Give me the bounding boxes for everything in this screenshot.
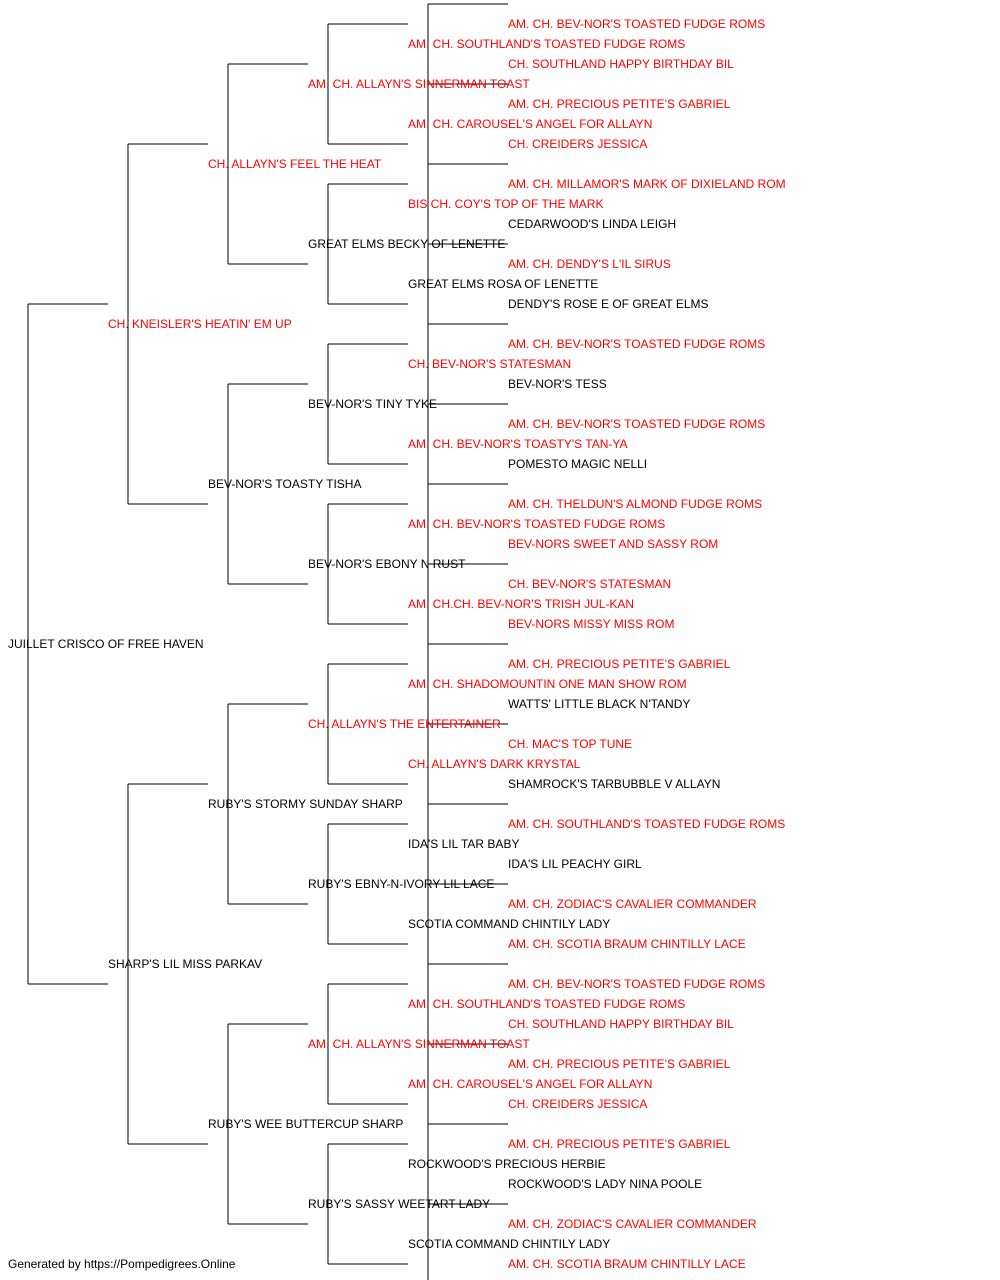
sire-name: AM. CH. SOUTHLAND'S TOASTED FUDGE ROMS <box>408 997 685 1011</box>
dam-name: RUBY'S SASSY WEETART LADY <box>308 1197 490 1211</box>
sire-name: AM. CH. BEV-NOR'S TOASTED FUDGE ROMS <box>408 517 665 531</box>
sire-name: AM. CH. BEV-NOR'S TOASTED FUDGE ROMS <box>508 337 765 351</box>
sire-name: CH. ALLAYN'S THE ENTERTAINER <box>308 717 501 731</box>
subject-dog-name: JUILLET CRISCO OF FREE HAVEN <box>8 637 204 651</box>
dam-name: RUBY'S EBNY-N-IVORY LIL LACE <box>308 877 494 891</box>
sire-name: AM. CH. SOUTHLAND'S TOASTED FUDGE ROMS <box>408 37 685 51</box>
sire-name: AM. CH. MILLAMOR'S MARK OF DIXIELAND ROM <box>508 177 786 191</box>
sire-name: AM. CH. PRECIOUS PETITE'S GABRIEL <box>508 657 731 671</box>
sire-name: AM. CH. SHADOMOUNTIN ONE MAN SHOW ROM <box>408 677 687 691</box>
connector-lines <box>27 3 508 1280</box>
dam-name: BEV-NORS MISSY MISS ROM <box>508 617 674 631</box>
dam-name: GREAT ELMS BECKY OF LENETTE <box>308 237 505 251</box>
dam-name: AM. CH. CAROUSEL'S ANGEL FOR ALLAYN <box>408 1077 652 1091</box>
dam-name: POMESTO MAGIC NELLI <box>508 457 647 471</box>
sire-name: CH. BEV-NOR'S STATESMAN <box>408 357 571 371</box>
sire-name: ROCKWOOD'S PRECIOUS HERBIE <box>408 1157 606 1171</box>
generated-by-footer: Generated by https://Pompedigrees.Online <box>8 1257 236 1271</box>
dam-name: IDA'S LIL PEACHY GIRL <box>508 857 642 871</box>
sire-name: CH. MAC'S TOP TUNE <box>508 737 632 751</box>
dam-name: SHAMROCK'S TARBUBBLE V ALLAYN <box>508 777 720 791</box>
dog-names: JUILLET CRISCO OF FREE HAVEN CH. KNEISLER… <box>8 17 786 1271</box>
sire-name: AM. CH. ZODIAC'S CAVALIER COMMANDER <box>508 1217 757 1231</box>
sire-name: AM. CH. PRECIOUS PETITE'S GABRIEL <box>508 1057 731 1071</box>
sire-name: AM. CH. ALLAYN'S SINNERMAN TOAST <box>308 1037 530 1051</box>
dam-name: CH. CREIDERS JESSICA <box>508 137 647 151</box>
dam-name: DENDY'S ROSE E OF GREAT ELMS <box>508 297 709 311</box>
sire-name: AM. CH. THELDUN'S ALMOND FUDGE ROMS <box>508 497 762 511</box>
sire-name: AM. CH. SOUTHLAND'S TOASTED FUDGE ROMS <box>508 817 785 831</box>
dam-name: ROCKWOOD'S LADY NINA POOLE <box>508 1177 702 1191</box>
dam-name: CH. SOUTHLAND HAPPY BIRTHDAY BIL <box>508 57 734 71</box>
sire-name: AM. CH. BEV-NOR'S TOASTED FUDGE ROMS <box>508 17 765 31</box>
dam-name: BEV-NOR'S EBONY N RUST <box>308 557 466 571</box>
sire-name: IDA'S LIL TAR BABY <box>408 837 519 851</box>
dam-name: AM. CH.CH. BEV-NOR'S TRISH JUL-KAN <box>408 597 634 611</box>
sire-name: AM. CH. PRECIOUS PETITE'S GABRIEL <box>508 1137 731 1151</box>
sire-name: AM. CH. BEV-NOR'S TOASTED FUDGE ROMS <box>508 417 765 431</box>
dam-name: CH. ALLAYN'S DARK KRYSTAL <box>408 757 581 771</box>
sire-name: BEV-NOR'S TINY TYKE <box>308 397 437 411</box>
dam-name: CH. SOUTHLAND HAPPY BIRTHDAY BIL <box>508 1017 734 1031</box>
sire-name: CH. BEV-NOR'S STATESMAN <box>508 577 671 591</box>
dam-name: AM. CH. CAROUSEL'S ANGEL FOR ALLAYN <box>408 117 652 131</box>
sire-name: AM. CH. PRECIOUS PETITE'S GABRIEL <box>508 97 731 111</box>
sire-name: AM. CH. ALLAYN'S SINNERMAN TOAST <box>308 77 530 91</box>
dam-name: SHARP'S LIL MISS PARKAV <box>108 957 262 971</box>
dam-name: AM. CH. BEV-NOR'S TOASTY'S TAN-YA <box>408 437 628 451</box>
dam-name: SCOTIA COMMAND CHINTILY LADY <box>408 1237 610 1251</box>
sire-name: CH. KNEISLER'S HEATIN' EM UP <box>108 317 292 331</box>
dam-name: AM. CH. SCOTIA BRAUM CHINTILLY LACE <box>508 1257 746 1271</box>
dam-name: RUBY'S WEE BUTTERCUP SHARP <box>208 1117 403 1131</box>
dam-name: CEDARWOOD'S LINDA LEIGH <box>508 217 676 231</box>
dam-name: BEV-NORS SWEET AND SASSY ROM <box>508 537 718 551</box>
dam-name: BEV-NOR'S TESS <box>508 377 607 391</box>
sire-name: AM. CH. ZODIAC'S CAVALIER COMMANDER <box>508 897 757 911</box>
dam-name: BEV-NOR'S TOASTY TISHA <box>208 477 361 491</box>
dam-name: AM. CH. SCOTIA BRAUM CHINTILLY LACE <box>508 937 746 951</box>
sire-name: BIS CH. COY'S TOP OF THE MARK <box>408 197 603 211</box>
dam-name: GREAT ELMS ROSA OF LENETTE <box>408 277 598 291</box>
sire-name: RUBY'S STORMY SUNDAY SHARP <box>208 797 403 811</box>
dam-name: CH. CREIDERS JESSICA <box>508 1097 647 1111</box>
dam-name: WATTS' LITTLE BLACK N'TANDY <box>508 697 690 711</box>
dam-name: SCOTIA COMMAND CHINTILY LADY <box>408 917 610 931</box>
sire-name: AM. CH. DENDY'S L'IL SIRUS <box>508 257 671 271</box>
sire-name: AM. CH. BEV-NOR'S TOASTED FUDGE ROMS <box>508 977 765 991</box>
sire-name: CH. ALLAYN'S FEEL THE HEAT <box>208 157 382 171</box>
